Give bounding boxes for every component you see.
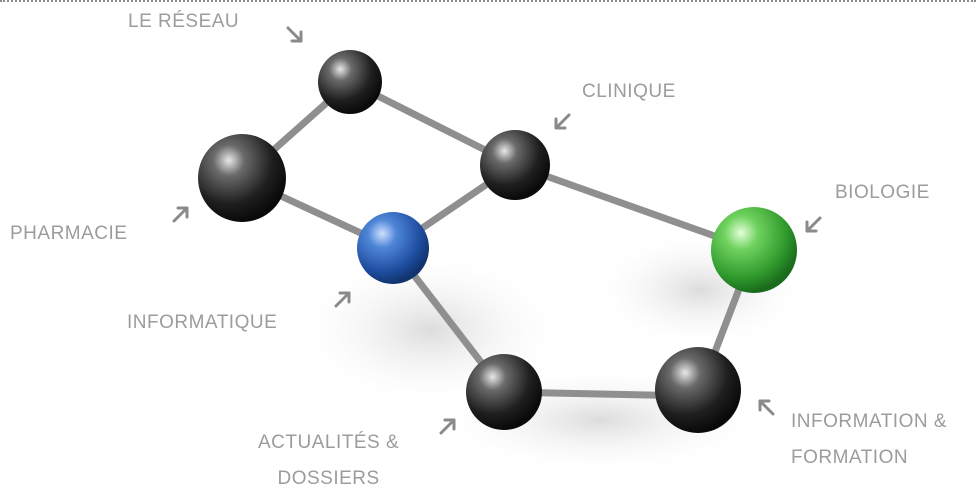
diagonal-arrow-icon: [334, 291, 351, 308]
diagonal-arrow-icon: [172, 206, 189, 223]
node-reseau[interactable]: [318, 50, 382, 114]
diagonal-arrow-icon: [805, 216, 822, 233]
label-biologie-text: BIOLOGIE: [835, 182, 930, 203]
label-pharmacie-text: PHARMACIE: [10, 223, 128, 244]
label-informatique-text: INFORMATIQUE: [127, 312, 278, 333]
node-information[interactable]: [655, 347, 741, 433]
label-le-reseau[interactable]: LE RÉSEAU: [128, 4, 239, 40]
arrows: [172, 26, 822, 435]
diagonal-arrow-icon: [758, 399, 775, 416]
nodes: [198, 50, 797, 433]
top-dotted-border: [0, 0, 976, 2]
label-clinique-text: CLINIQUE: [582, 81, 676, 102]
label-le-reseau-text: LE RÉSEAU: [128, 11, 240, 32]
label-information-line1: INFORMATION &: [791, 411, 948, 432]
diagonal-arrow-icon: [286, 26, 303, 43]
diagonal-arrow-icon: [554, 113, 571, 130]
label-pharmacie[interactable]: PHARMACIE: [10, 216, 127, 252]
node-informatique[interactable]: [357, 212, 429, 284]
label-information-line2: FORMATION: [791, 447, 909, 468]
node-actualites[interactable]: [466, 354, 542, 430]
label-information-formation[interactable]: INFORMATION & FORMATION: [791, 404, 947, 476]
node-biologie[interactable]: [711, 207, 797, 293]
label-actualites-line2: DOSSIERS: [277, 468, 380, 489]
label-biologie[interactable]: BIOLOGIE: [835, 175, 930, 211]
diagonal-arrow-icon: [439, 418, 456, 435]
label-actualites-dossiers[interactable]: ACTUALITÉS & DOSSIERS: [258, 425, 399, 497]
node-pharmacie[interactable]: [198, 134, 286, 222]
label-informatique[interactable]: INFORMATIQUE: [127, 305, 277, 341]
label-clinique[interactable]: CLINIQUE: [582, 74, 676, 110]
node-clinique[interactable]: [480, 130, 550, 200]
label-actualites-line1: ACTUALITÉS &: [258, 432, 400, 453]
